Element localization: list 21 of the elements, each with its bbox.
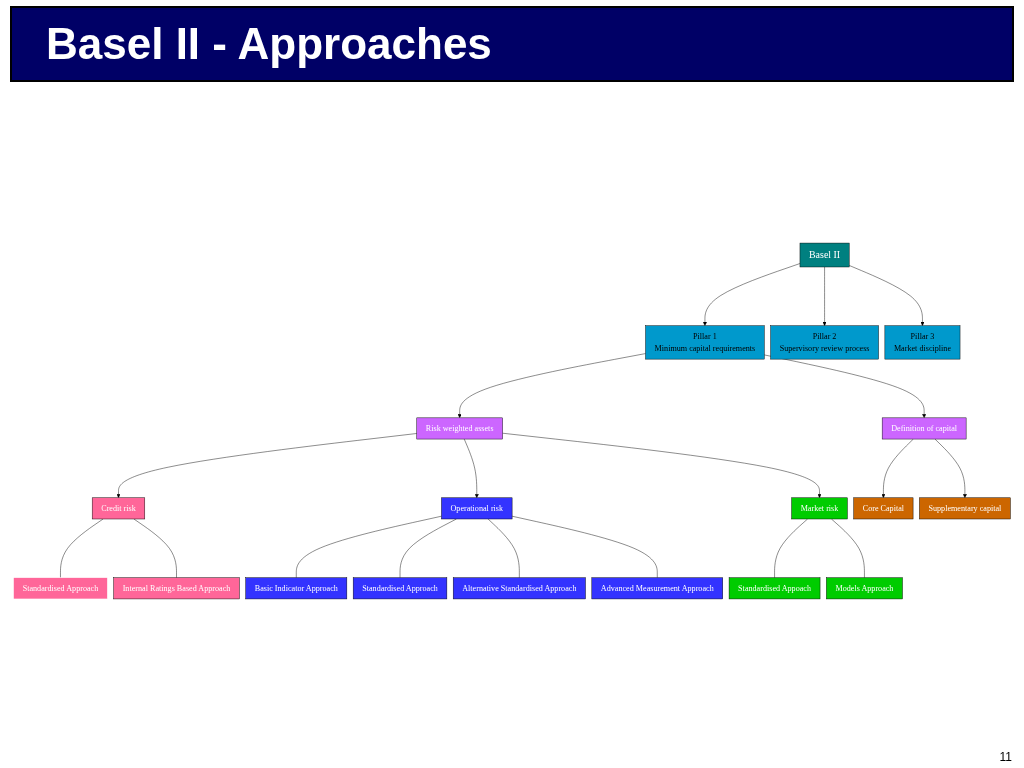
node-box: Pillar 1 Minimum capital requirements — [645, 325, 765, 360]
page-number: 11 — [999, 750, 1012, 764]
slide-title: Basel II - Approaches — [10, 6, 1014, 82]
node-box: Models Approach — [826, 577, 903, 600]
node-box: Advanced Measurement Approach — [591, 577, 723, 600]
node-box: Supplementary capital — [919, 497, 1011, 520]
node-box: Market risk — [791, 497, 848, 520]
node-box: Basic Indicator Approach — [245, 577, 348, 600]
node-box: Credit risk — [91, 497, 145, 520]
node-box: Pillar 2 Supervisory review process — [770, 325, 879, 360]
node-box: Risk weighted assets — [416, 417, 503, 440]
node-box: Standardised Approach — [352, 577, 448, 600]
node-box: Pillar 3 Market discipline — [884, 325, 961, 360]
node-box: Alternative Standardised Approach — [452, 577, 586, 600]
node-box: Definition of capital — [881, 417, 967, 440]
node-box: Internal Ratings Based Approach — [113, 577, 240, 600]
node-box: Standardised Appoach — [728, 577, 821, 600]
node-box: Basel II — [799, 242, 850, 268]
node-box: Core Capital — [853, 497, 914, 520]
node-box: Operational risk — [441, 497, 513, 520]
node-box: Standardised Approach — [13, 577, 108, 600]
